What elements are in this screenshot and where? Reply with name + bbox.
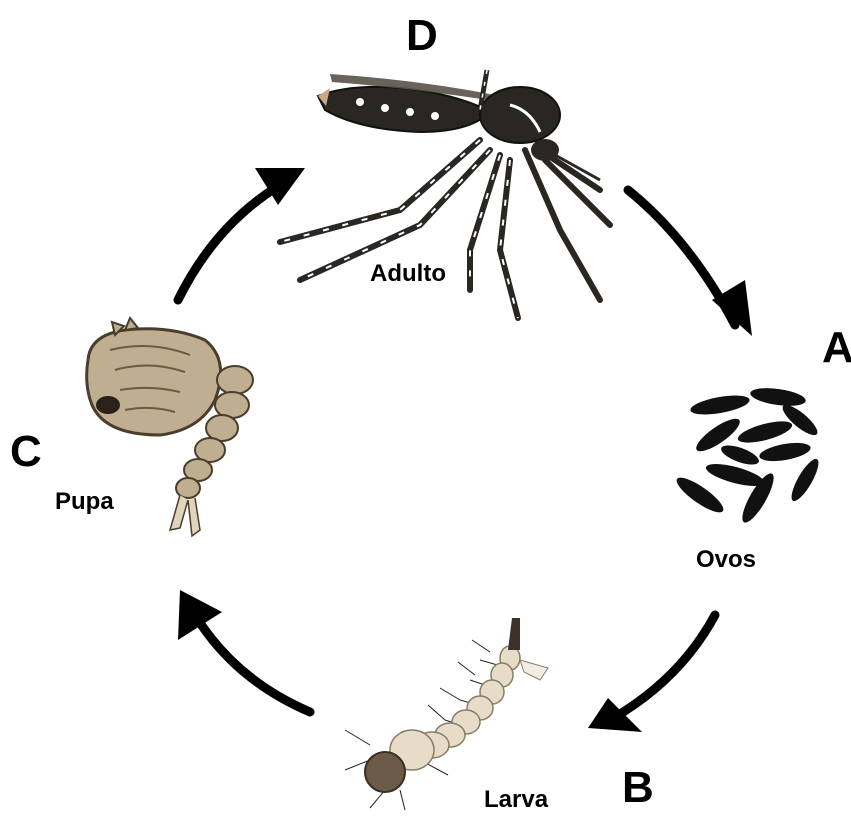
eggs-illustration	[672, 385, 823, 526]
stage-name-pupa: Pupa	[55, 490, 114, 514]
stage-name-ovos: Ovos	[696, 548, 756, 572]
arrow-c-to-d	[178, 185, 280, 300]
stage-letter-b: B	[622, 766, 654, 810]
stage-name-adulto: Adulto	[370, 262, 446, 286]
larva-illustration	[345, 618, 548, 810]
stage-letter-d: D	[406, 14, 438, 58]
stage-name-larva: Larva	[484, 788, 548, 812]
stage-letter-a: A	[822, 326, 851, 370]
stage-letter-c: C	[10, 430, 42, 474]
arrow-a-to-b	[610, 615, 715, 720]
arrow-b-to-c-head	[178, 590, 222, 640]
arrow-b-to-c	[195, 615, 310, 712]
